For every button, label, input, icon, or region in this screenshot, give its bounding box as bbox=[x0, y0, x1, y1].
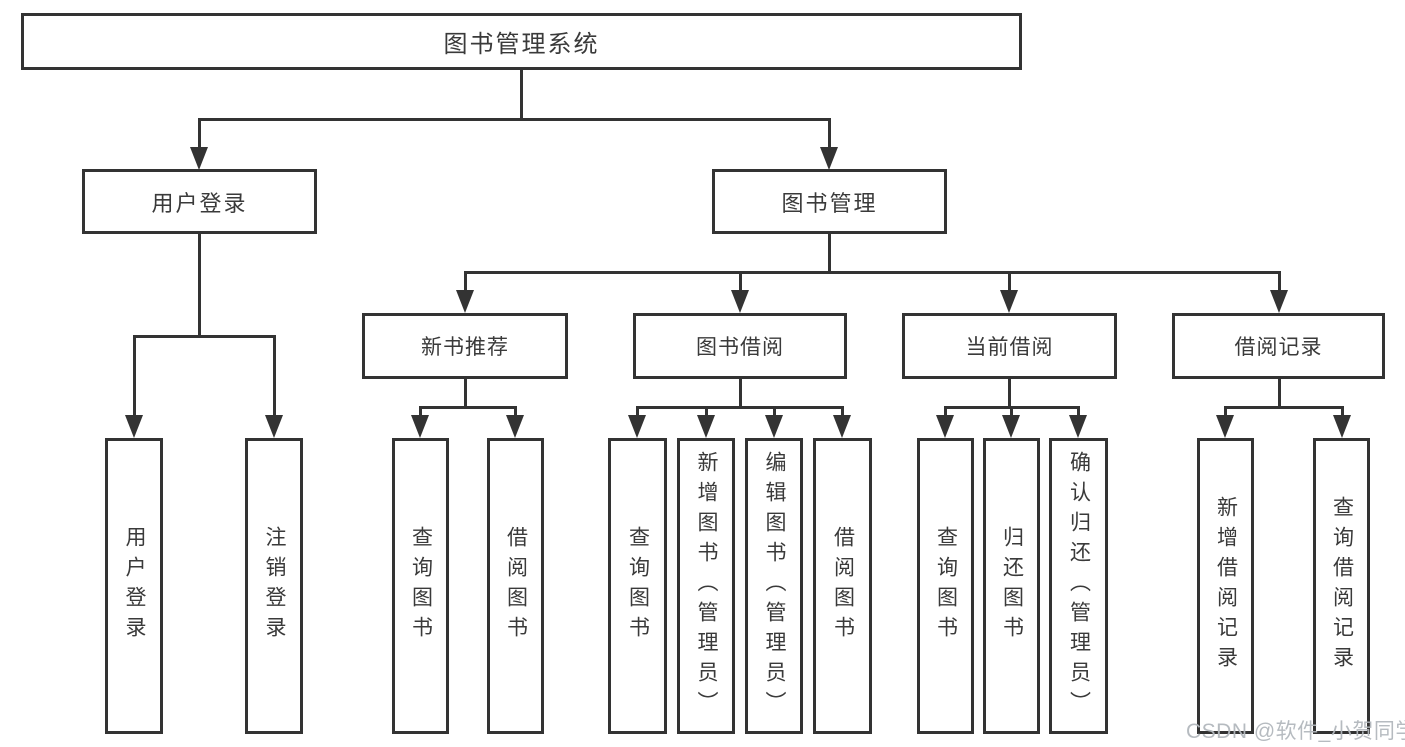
fork-book-management-stem-line bbox=[827, 234, 831, 272]
node-book-management-label: 图书管理 bbox=[781, 190, 878, 216]
fork-borrowing-records-bar-line bbox=[1223, 405, 1344, 409]
fork-root-drop-line-1 bbox=[827, 119, 831, 149]
fork-user-login-drop-line-1 bbox=[272, 336, 276, 417]
fork-book-management-drop-line-3 bbox=[1277, 272, 1281, 292]
fork-new-book-recommend-arrowhead-0 bbox=[411, 415, 429, 438]
node-leaf-add-borrow-record-label: 新增借阅记录 bbox=[1214, 496, 1238, 676]
node-leaf-query-book-recommend: 查询图书 bbox=[392, 438, 449, 734]
fork-borrowing-records-drop-line-1 bbox=[1340, 407, 1344, 417]
fork-root-stem-line bbox=[519, 70, 523, 119]
fork-book-management-arrowhead-1 bbox=[731, 290, 749, 313]
fork-root-bar-line bbox=[197, 117, 831, 121]
fork-new-book-recommend-stem-line bbox=[463, 379, 467, 407]
node-leaf-borrow-book-borrowing-label: 借阅图书 bbox=[831, 526, 855, 646]
fork-new-book-recommend-arrowhead-1 bbox=[506, 415, 524, 438]
node-leaf-logout-label: 注销登录 bbox=[263, 526, 286, 646]
node-leaf-query-book-recommend-label: 查询图书 bbox=[409, 526, 433, 646]
fork-book-borrowing-arrowhead-1 bbox=[697, 415, 715, 438]
fork-current-borrowing-drop-line-1 bbox=[1009, 407, 1013, 417]
node-leaf-query-book-borrowing-label: 查询图书 bbox=[626, 526, 650, 646]
node-leaf-query-borrow-record: 查询借阅记录 bbox=[1313, 438, 1370, 734]
node-borrowing-records-label: 借阅记录 bbox=[1234, 336, 1323, 359]
fork-book-management-drop-line-1 bbox=[738, 272, 742, 292]
fork-new-book-recommend-drop-line-1 bbox=[513, 407, 517, 417]
node-leaf-borrow-book-recommend-label: 借阅图书 bbox=[504, 526, 528, 646]
fork-user-login-arrowhead-0 bbox=[125, 415, 143, 438]
node-leaf-user-login: 用户登录 bbox=[105, 438, 163, 734]
fork-book-borrowing-drop-line-0 bbox=[635, 407, 639, 417]
node-borrowing-records: 借阅记录 bbox=[1172, 313, 1385, 379]
fork-borrowing-records-arrowhead-1 bbox=[1333, 415, 1351, 438]
fork-book-management-drop-line-2 bbox=[1007, 272, 1011, 292]
fork-current-borrowing-drop-line-0 bbox=[943, 407, 947, 417]
fork-borrowing-records-stem-line bbox=[1277, 379, 1281, 407]
fork-book-management-arrowhead-0 bbox=[456, 290, 474, 313]
csdn-watermark: CSDN @软件_小贺同学 bbox=[1186, 720, 1405, 743]
fork-book-management-bar-line bbox=[463, 270, 1281, 274]
node-leaf-add-borrow-record: 新增借阅记录 bbox=[1197, 438, 1254, 734]
fork-book-borrowing-drop-line-1 bbox=[704, 407, 708, 417]
fork-book-borrowing-drop-line-2 bbox=[772, 407, 776, 417]
node-leaf-query-book-current: 查询图书 bbox=[917, 438, 974, 734]
node-book-management: 图书管理 bbox=[712, 169, 947, 234]
node-leaf-query-borrow-record-label: 查询借阅记录 bbox=[1330, 496, 1354, 676]
node-current-borrowing-label: 当前借阅 bbox=[965, 336, 1054, 359]
fork-user-login-stem-line bbox=[197, 234, 201, 336]
node-leaf-confirm-return-admin-label: 确认归还（管理员） bbox=[1067, 451, 1091, 721]
node-leaf-borrow-book-recommend: 借阅图书 bbox=[487, 438, 544, 734]
fork-root-arrowhead-1 bbox=[820, 147, 838, 170]
fork-book-management-arrowhead-3 bbox=[1270, 290, 1288, 313]
node-leaf-return-book-label: 归还图书 bbox=[1000, 526, 1024, 646]
fork-current-borrowing-arrowhead-1 bbox=[1002, 415, 1020, 438]
node-book-borrowing-label: 图书借阅 bbox=[696, 336, 784, 359]
fork-user-login-bar-line bbox=[132, 334, 276, 338]
node-new-book-recommend: 新书推荐 bbox=[362, 313, 568, 379]
fork-book-management-drop-line-0 bbox=[463, 272, 467, 292]
node-leaf-query-book-borrowing: 查询图书 bbox=[608, 438, 667, 734]
fork-borrowing-records-arrowhead-0 bbox=[1216, 415, 1234, 438]
fork-current-borrowing-drop-line-2 bbox=[1076, 407, 1080, 417]
fork-book-management-arrowhead-2 bbox=[1000, 290, 1018, 313]
fork-current-borrowing-stem-line bbox=[1007, 379, 1011, 407]
fork-current-borrowing-arrowhead-0 bbox=[936, 415, 954, 438]
node-leaf-confirm-return-admin: 确认归还（管理员） bbox=[1049, 438, 1108, 734]
fork-book-borrowing-arrowhead-3 bbox=[833, 415, 851, 438]
fork-book-borrowing-stem-line bbox=[738, 379, 742, 407]
node-leaf-edit-book-admin-label: 编辑图书（管理员） bbox=[763, 451, 786, 721]
fork-new-book-recommend-bar-line bbox=[418, 405, 517, 409]
fork-book-borrowing-arrowhead-2 bbox=[765, 415, 783, 438]
node-new-book-recommend-label: 新书推荐 bbox=[421, 336, 509, 359]
node-library-system-root-label: 图书管理系统 bbox=[443, 31, 600, 58]
node-user-login-label: 用户登录 bbox=[151, 190, 248, 216]
node-current-borrowing: 当前借阅 bbox=[902, 313, 1117, 379]
fork-user-login-drop-line-0 bbox=[132, 336, 136, 417]
node-user-login: 用户登录 bbox=[82, 169, 317, 234]
node-leaf-add-book-admin-label: 新增图书（管理员） bbox=[695, 451, 718, 721]
node-leaf-edit-book-admin: 编辑图书（管理员） bbox=[745, 438, 803, 734]
node-leaf-add-book-admin: 新增图书（管理员） bbox=[677, 438, 735, 734]
fork-root-arrowhead-0 bbox=[190, 147, 208, 170]
fork-new-book-recommend-drop-line-0 bbox=[418, 407, 422, 417]
node-book-borrowing: 图书借阅 bbox=[633, 313, 847, 379]
node-leaf-return-book: 归还图书 bbox=[983, 438, 1040, 734]
node-leaf-logout: 注销登录 bbox=[245, 438, 303, 734]
node-leaf-query-book-current-label: 查询图书 bbox=[934, 526, 958, 646]
fork-user-login-arrowhead-1 bbox=[265, 415, 283, 438]
node-leaf-user-login-label: 用户登录 bbox=[123, 526, 146, 646]
fork-current-borrowing-arrowhead-2 bbox=[1069, 415, 1087, 438]
fork-book-borrowing-bar-line bbox=[635, 405, 844, 409]
fork-book-borrowing-arrowhead-0 bbox=[628, 415, 646, 438]
fork-root-drop-line-0 bbox=[197, 119, 201, 149]
node-library-system-root: 图书管理系统 bbox=[21, 13, 1022, 70]
node-leaf-borrow-book-borrowing: 借阅图书 bbox=[813, 438, 872, 734]
fork-borrowing-records-drop-line-0 bbox=[1223, 407, 1227, 417]
fork-book-borrowing-drop-line-3 bbox=[840, 407, 844, 417]
